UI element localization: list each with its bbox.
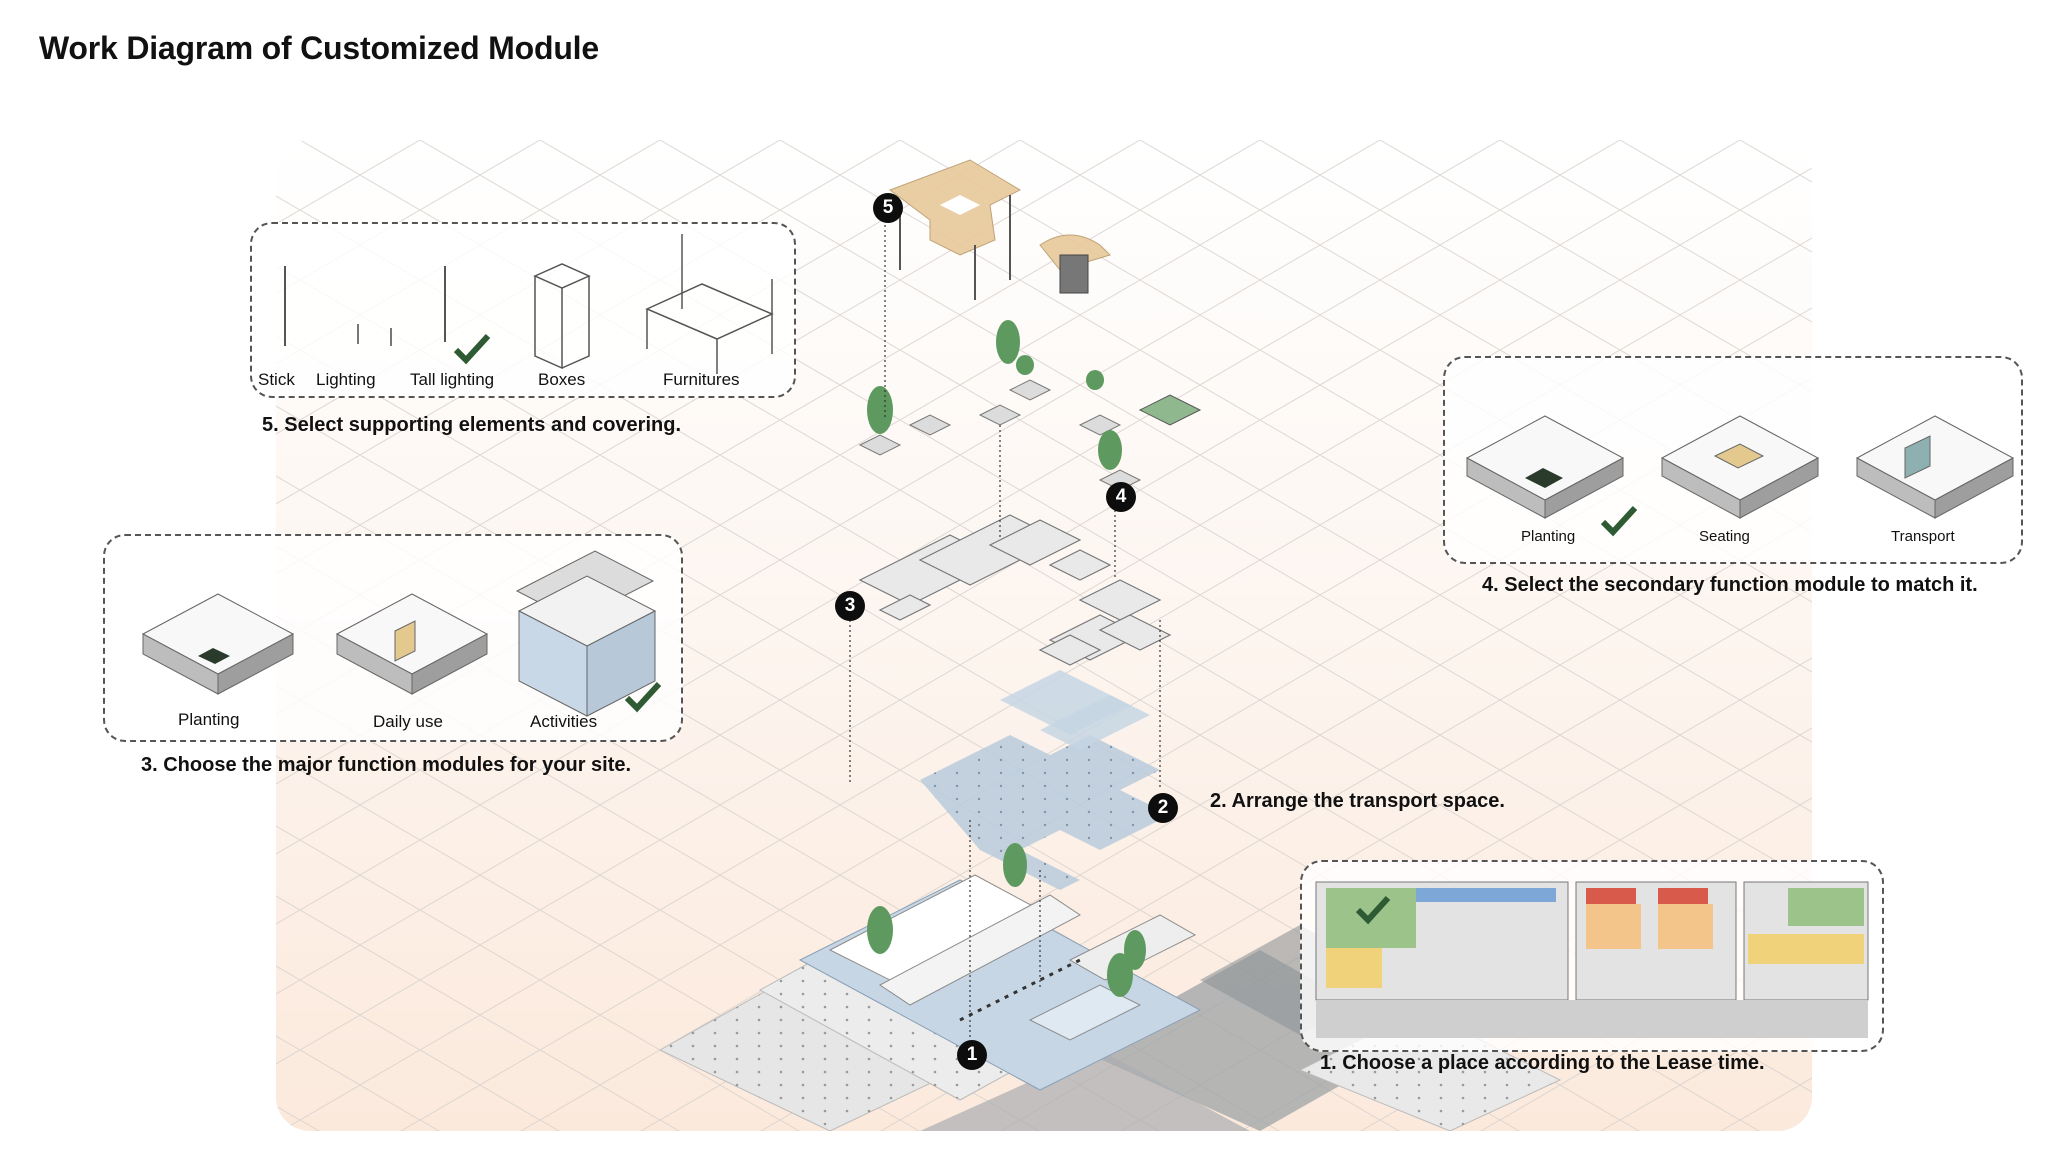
activities-module-icon (515, 550, 657, 717)
option-planting[interactable]: Planting (178, 710, 240, 729)
covering-layer (888, 159, 1111, 300)
major-function-layer (858, 514, 1172, 666)
option-seating[interactable]: Seating (1699, 528, 1750, 545)
trees (867, 320, 1146, 997)
transport-module-icon (1855, 415, 2015, 519)
option-stick[interactable]: Stick (258, 370, 295, 389)
seating-module-icon (1660, 415, 1820, 519)
step-2-caption: 2. Arrange the transport space. (1210, 790, 1505, 812)
step-marker-4: 4 (1106, 482, 1136, 512)
checkmark-icon (1600, 505, 1638, 537)
major-modules-panel: Planting Daily use Activities (103, 534, 683, 742)
checkmark-icon (624, 681, 662, 713)
option-lighting[interactable]: Lighting (316, 370, 376, 389)
step-1-caption: 1. Choose a place according to the Lease… (1320, 1052, 1765, 1074)
step-marker-1: 1 (957, 1040, 987, 1070)
site-plan-images (1315, 881, 1869, 1038)
transport-layer (920, 670, 1170, 890)
connector-lines (849, 220, 1161, 1040)
step-3-caption: 3. Choose the major function modules for… (141, 754, 632, 776)
option-activities[interactable]: Activities (530, 712, 598, 731)
secondary-modules-icons (1465, 415, 2015, 519)
option-tall-lighting[interactable]: Tall lighting (410, 370, 495, 389)
option-boxes[interactable]: Boxes (538, 370, 586, 389)
supporting-elements-icons (284, 234, 774, 374)
planting-module-icon (1465, 415, 1625, 519)
furnitures-icon (645, 234, 774, 374)
daily-use-module-icon (335, 593, 489, 695)
lighting-icon (357, 324, 392, 346)
supporting-elements-panel: Stick Lighting Tall lighting Boxes Furni… (250, 222, 796, 398)
secondary-modules-panel: Planting Seating Transport (1443, 356, 2023, 564)
option-furnitures[interactable]: Furnitures (663, 370, 740, 389)
step-marker-3: 3 (835, 591, 865, 621)
step-marker-2: 2 (1148, 793, 1178, 823)
planting-module-icon (141, 593, 295, 695)
checkmark-icon (453, 333, 491, 365)
step-5-caption: 5. Select supporting elements and coveri… (262, 414, 681, 436)
option-planting[interactable]: Planting (1521, 528, 1576, 545)
option-daily-use[interactable]: Daily use (373, 712, 443, 731)
secondary-function-layer (858, 379, 1202, 491)
site-plan-panel (1300, 860, 1884, 1052)
major-modules-icons (141, 550, 657, 717)
step-4-caption: 4. Select the secondary function module … (1482, 574, 1978, 596)
option-transport[interactable]: Transport (1891, 528, 1955, 545)
boxes-icon (533, 263, 591, 370)
step-marker-5: 5 (873, 193, 903, 223)
page-title: Work Diagram of Customized Module (39, 30, 599, 66)
